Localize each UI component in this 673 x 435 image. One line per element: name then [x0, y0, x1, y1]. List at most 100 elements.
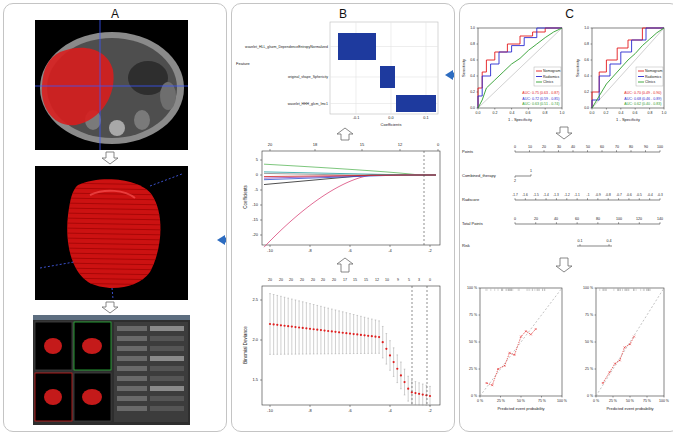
axis-label: -1.5	[533, 193, 539, 196]
liver-3d-layer	[60, 268, 170, 270]
render-axis	[112, 288, 113, 299]
error-bar	[273, 294, 275, 295]
rug-mark	[633, 289, 634, 292]
axis-label: 20	[332, 278, 336, 282]
axis-label: 0.8	[543, 111, 548, 115]
tick-mark	[270, 405, 271, 407]
coefficient-path	[264, 175, 436, 185]
tick-mark	[270, 245, 271, 247]
error-bar	[397, 355, 398, 383]
row-label: Radscore	[462, 198, 479, 202]
error-bar	[324, 353, 326, 354]
axis-label: 2.0	[252, 338, 258, 342]
calibration-point	[530, 333, 532, 335]
tick-mark	[260, 205, 262, 206]
auc-value: AUC: 0.68 (0.46 - 0.89)	[624, 97, 662, 101]
reference-line	[478, 28, 562, 108]
error-bar	[386, 364, 388, 365]
error-bar	[302, 301, 304, 302]
rug-mark	[636, 289, 637, 292]
rug-mark	[534, 289, 535, 292]
liver-3d-layer	[60, 188, 170, 190]
liver-3d-layer	[60, 283, 170, 285]
axis-label: 30	[557, 145, 561, 149]
axis-label: -6	[348, 409, 352, 413]
liver-3d-layer	[60, 223, 170, 225]
software-viewport	[35, 322, 72, 370]
axis-label: 0.4	[470, 74, 475, 78]
rug-mark	[498, 289, 499, 292]
error-bar	[418, 382, 420, 383]
tick-mark	[613, 396, 614, 398]
axis-label: -2	[428, 409, 432, 413]
rug-mark	[519, 289, 520, 292]
deviance-point	[363, 334, 365, 336]
error-bar	[407, 401, 409, 402]
error-bar	[306, 302, 308, 303]
rug-mark	[508, 289, 509, 292]
rug-mark	[518, 289, 519, 292]
panel-letter: C	[460, 7, 673, 21]
error-bar	[350, 314, 351, 354]
tick-mark	[478, 108, 479, 110]
legend-sample	[536, 76, 542, 77]
error-bar	[331, 309, 333, 310]
rug-mark	[647, 289, 648, 292]
deviance-point	[374, 336, 376, 338]
plot-frame	[330, 22, 438, 114]
error-bar	[331, 309, 332, 354]
rug-mark	[626, 289, 627, 292]
liver-3d-layer	[60, 253, 170, 255]
rug-mark	[605, 289, 606, 292]
legend-sample	[638, 76, 644, 77]
error-bar	[284, 297, 285, 354]
axis-label: 0	[514, 145, 516, 149]
software-control	[117, 386, 147, 391]
axis-title: 1 - Specificity	[508, 118, 532, 122]
error-bar	[328, 308, 329, 354]
axis-label: -1.6	[523, 193, 529, 196]
error-bar	[393, 348, 394, 377]
error-bar	[320, 306, 321, 354]
tick-mark	[597, 222, 598, 224]
error-bar	[364, 317, 365, 353]
calibration-point	[520, 336, 522, 338]
axis-label: 20	[289, 278, 293, 282]
software-control	[150, 406, 184, 411]
tick-mark	[639, 222, 640, 224]
axis-label: 0.2	[470, 90, 475, 94]
tick-mark	[639, 198, 640, 200]
crosshair	[35, 86, 188, 87]
axis-label: 15	[353, 278, 357, 282]
flow-arrow	[102, 302, 118, 313]
tick-mark	[260, 175, 262, 176]
tick-mark	[660, 222, 661, 224]
error-bar	[306, 354, 308, 355]
rug-mark	[511, 289, 512, 292]
calibration-point	[609, 371, 611, 373]
viewport-liver	[82, 389, 102, 405]
error-bar	[386, 334, 387, 365]
tick-mark	[479, 315, 481, 316]
tick-mark	[400, 149, 401, 151]
error-bar	[393, 376, 395, 377]
auc-value: AUC: 0.63 (0.51 - 0.74)	[522, 102, 560, 106]
error-bar	[313, 353, 315, 354]
tick-mark	[664, 396, 665, 398]
feature-name: wavelet_HLL_glszm_DependenceEntropyNorma…	[245, 45, 328, 49]
auc-value: AUC: 0.72 (0.59 - 0.85)	[522, 97, 560, 101]
calibration-point	[614, 363, 616, 365]
error-bar	[353, 314, 355, 315]
ideal-line	[480, 288, 562, 396]
rug-mark	[626, 289, 627, 292]
tick-mark	[515, 198, 516, 200]
axis-label: 50 %	[517, 399, 525, 403]
error-bar	[298, 354, 300, 355]
axis-label: 0.2	[584, 90, 589, 94]
mri-body	[40, 32, 184, 144]
error-bar	[276, 295, 278, 296]
axis-label: 80	[596, 217, 600, 221]
rug-mark	[617, 289, 618, 292]
tick-mark	[479, 342, 481, 343]
